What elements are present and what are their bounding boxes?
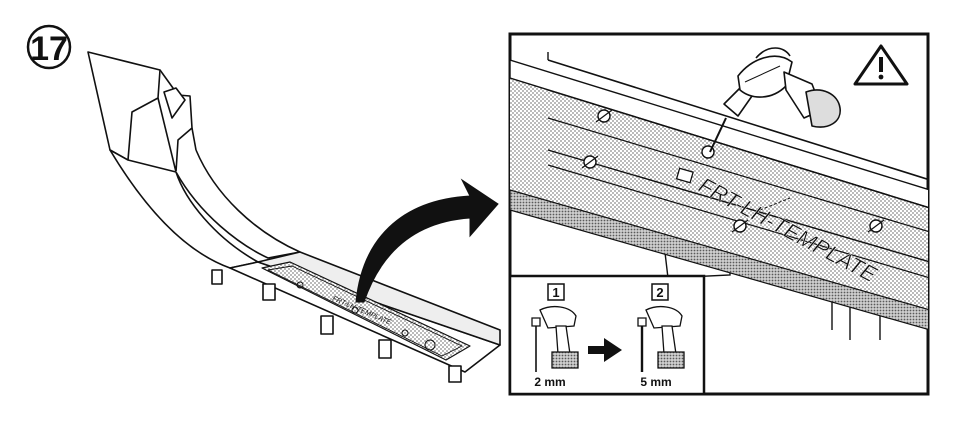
curved-arrow-icon: [355, 178, 499, 303]
trim-panel-illustration: [87, 51, 501, 383]
step-number-badge: 17: [26, 24, 72, 70]
drill-icon: [637, 305, 685, 372]
detail-view: FRT-LH-TEMPLATE: [508, 32, 930, 396]
drill-step-1-number: 1: [552, 285, 559, 300]
arrow-right-icon: [588, 338, 622, 362]
drill-step-2-number: 2: [656, 285, 663, 300]
drill-sequence-inset: 1 2 mm 2 5 mm: [508, 274, 706, 396]
warning-triangle-icon: [853, 44, 909, 86]
drill-step-2: 2 5 mm: [637, 283, 685, 389]
drill-step-1: 1 2 mm: [531, 283, 579, 389]
cordless-drill-icon: [709, 47, 841, 153]
step-number: 17: [30, 30, 68, 68]
drill-step-1-bit-size: 2 mm: [534, 375, 565, 389]
drill-step-2-bit-size: 5 mm: [640, 375, 671, 389]
drill-icon: [531, 305, 579, 372]
